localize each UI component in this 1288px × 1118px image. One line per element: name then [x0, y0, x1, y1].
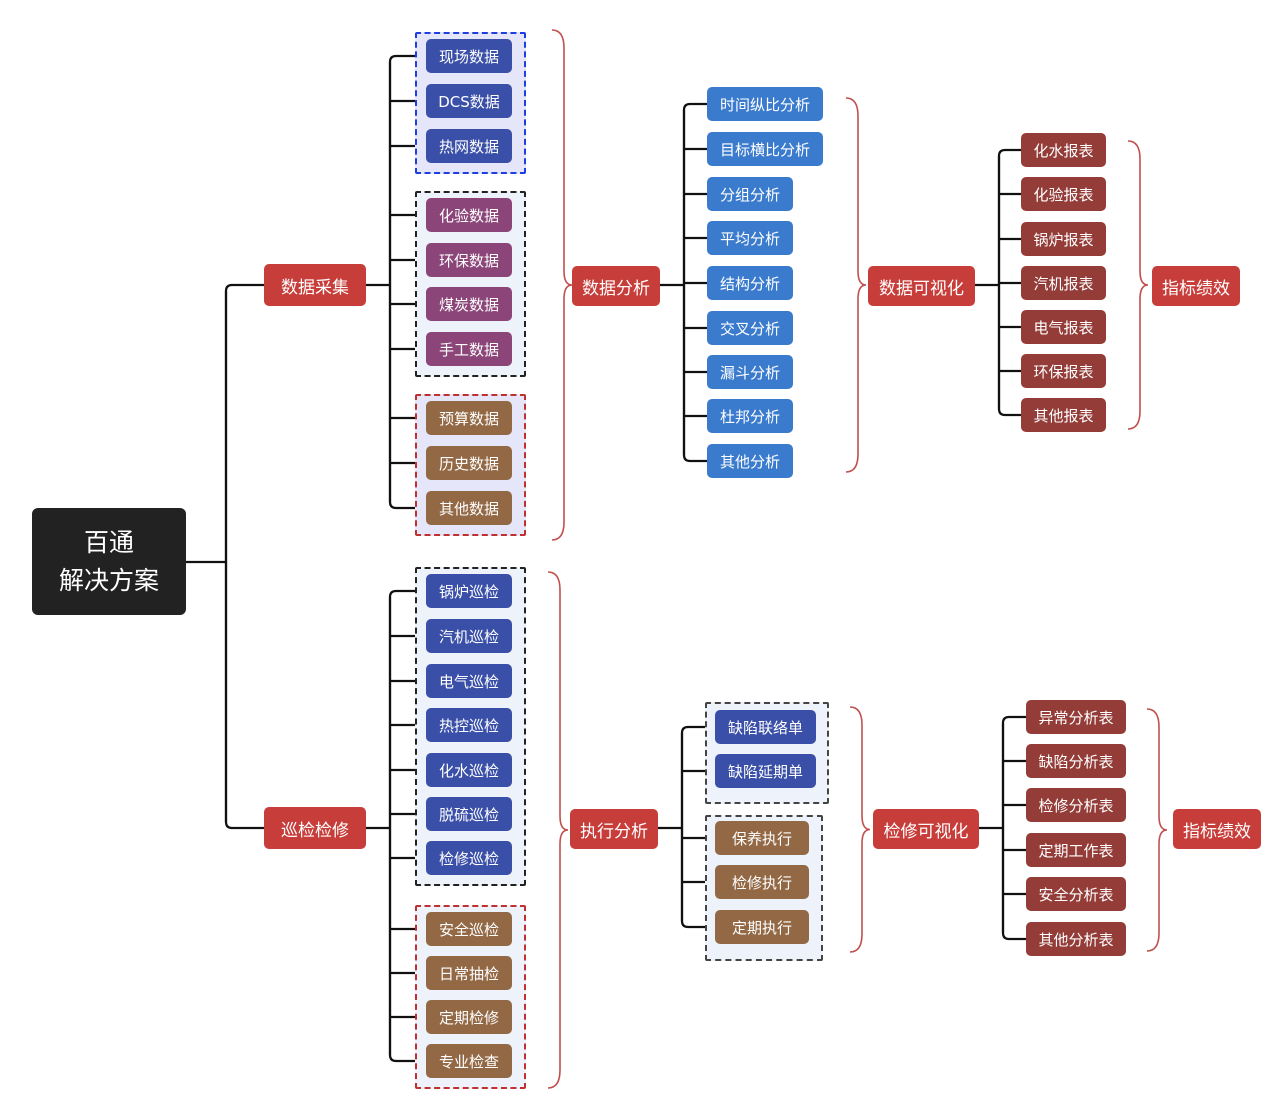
branch1-inspections-link [388, 828, 426, 1063]
report-item[interactable]: 其他报表 [1021, 398, 1106, 432]
report-item[interactable]: 化验报表 [1021, 177, 1106, 211]
analysis-table-item[interactable]: 定期工作表 [1026, 833, 1126, 867]
inspection-node[interactable]: 日常抽检 [426, 956, 512, 990]
report-item[interactable]: 环保报表 [1021, 354, 1106, 388]
analysis-table-item[interactable]: 安全分析表 [1026, 877, 1126, 911]
analysis-item[interactable]: 时间纵比分析 [707, 87, 823, 121]
execution-item[interactable]: 定期执行 [715, 910, 809, 944]
branch-node[interactable]: 巡检检修 [264, 807, 366, 849]
kpi-node[interactable]: 指标绩效 [1173, 809, 1261, 849]
root-title-line1: 百通 [83, 527, 134, 557]
analysis-table-item[interactable]: 缺陷分析表 [1026, 744, 1126, 778]
source-node[interactable]: 预算数据 [426, 401, 512, 435]
inspection-node[interactable]: 热控巡检 [426, 708, 512, 742]
branch1-execution-link [680, 828, 715, 929]
brace-execution-1 [849, 706, 871, 953]
branch0-sources-link [388, 54, 426, 285]
execution-item[interactable]: 缺陷延期单 [715, 754, 816, 788]
brace-inspections-1 [547, 571, 569, 1089]
inspection-node[interactable]: 安全巡检 [426, 912, 512, 946]
source-node[interactable]: 化验数据 [426, 198, 512, 232]
execution-item[interactable]: 缺陷联络单 [715, 710, 816, 744]
analysis-item[interactable]: 杜邦分析 [707, 399, 793, 433]
brace-visual-1 [1146, 708, 1168, 952]
branch1-visual-link [1001, 828, 1026, 941]
source-node[interactable]: 现场数据 [426, 39, 512, 73]
branch1-visual-link [1001, 715, 1026, 828]
execution-item[interactable]: 检修执行 [715, 865, 809, 899]
root-connector-link [224, 283, 264, 562]
analysis-item[interactable]: 漏斗分析 [707, 355, 793, 389]
brace-visual-0 [1127, 140, 1149, 430]
source-node[interactable]: 煤炭数据 [426, 287, 512, 321]
inspection-node[interactable]: 专业检查 [426, 1044, 512, 1078]
branch0-visual-link [997, 148, 1021, 285]
root-title-line2: 解决方案 [58, 565, 159, 595]
source-node[interactable]: 历史数据 [426, 446, 512, 480]
inspection-node[interactable]: 化水巡检 [426, 753, 512, 787]
execution-node[interactable]: 执行分析 [570, 809, 658, 849]
inspection-node[interactable]: 脱硫巡检 [426, 797, 512, 831]
branch1-execution-link [680, 725, 715, 828]
source-node[interactable]: 环保数据 [426, 243, 512, 277]
branch-node[interactable]: 数据采集 [264, 264, 366, 306]
analysis-table-item[interactable]: 异常分析表 [1026, 700, 1126, 734]
source-node[interactable]: 热网数据 [426, 129, 512, 163]
branch0-analysis-link [682, 102, 707, 285]
analysis-item[interactable]: 结构分析 [707, 266, 793, 300]
execution-item[interactable]: 保养执行 [715, 821, 809, 855]
inspection-node[interactable]: 锅炉巡检 [426, 574, 512, 608]
brace-analysis-0 [845, 97, 867, 473]
report-item[interactable]: 锅炉报表 [1021, 222, 1106, 256]
source-node[interactable]: DCS数据 [426, 84, 512, 118]
inspection-node[interactable]: 检修巡检 [426, 841, 512, 875]
root-node[interactable]: 百通 解决方案 [32, 508, 186, 615]
analysis-node[interactable]: 数据分析 [572, 266, 660, 306]
inspection-node[interactable]: 定期检修 [426, 1000, 512, 1034]
brace-sources-0 [551, 29, 573, 541]
analysis-table-item[interactable]: 其他分析表 [1026, 922, 1126, 956]
inspection-node[interactable]: 汽机巡检 [426, 619, 512, 653]
analysis-item[interactable]: 目标横比分析 [707, 132, 823, 166]
maintenance-visual-node[interactable]: 检修可视化 [873, 809, 979, 849]
report-item[interactable]: 化水报表 [1021, 133, 1106, 167]
analysis-item[interactable]: 分组分析 [707, 177, 793, 211]
analysis-item[interactable]: 平均分析 [707, 221, 793, 255]
report-item[interactable]: 电气报表 [1021, 310, 1106, 344]
inspection-node[interactable]: 电气巡检 [426, 664, 512, 698]
report-item[interactable]: 汽机报表 [1021, 266, 1106, 300]
branch1-inspections-link [388, 589, 426, 828]
branch0-sources-link [388, 285, 426, 510]
analysis-item[interactable]: 交叉分析 [707, 311, 793, 345]
root-connector-link [224, 562, 264, 830]
visual-node[interactable]: 数据可视化 [868, 266, 975, 306]
analysis-table-item[interactable]: 检修分析表 [1026, 788, 1126, 822]
kpi-node[interactable]: 指标绩效 [1152, 266, 1240, 306]
branch0-analysis-link [682, 285, 707, 463]
source-node[interactable]: 手工数据 [426, 332, 512, 366]
analysis-item[interactable]: 其他分析 [707, 444, 793, 478]
source-node[interactable]: 其他数据 [426, 491, 512, 525]
branch0-visual-link [997, 285, 1021, 417]
